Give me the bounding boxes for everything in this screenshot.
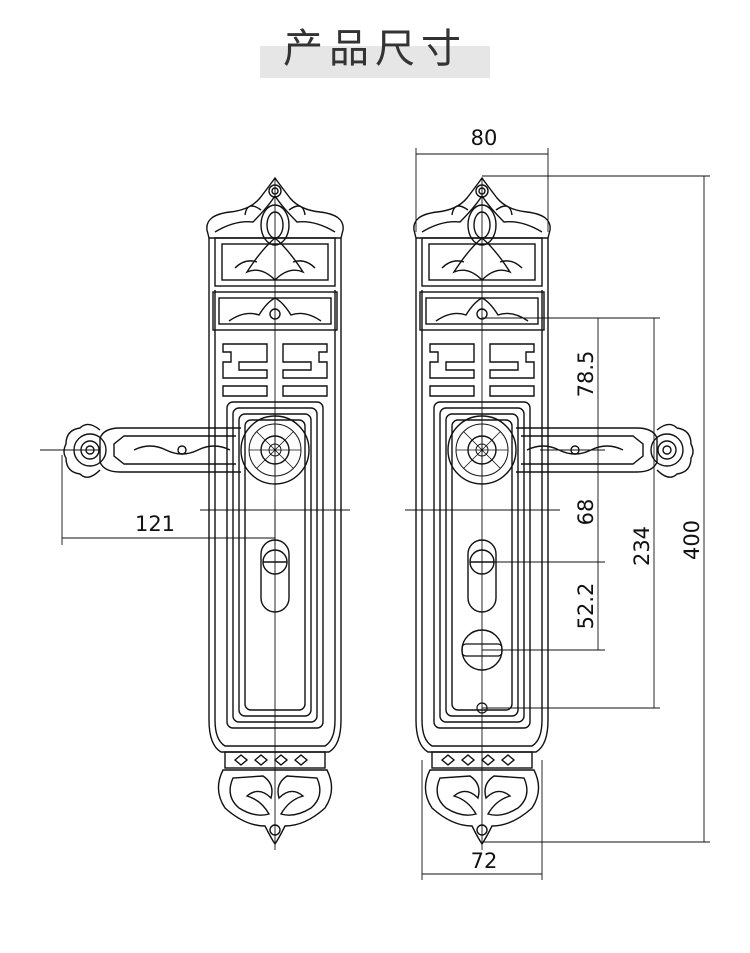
dimension-lines [40,148,710,880]
dim-thumbturn-offset: 52.2 [574,583,598,630]
dim-upper-offset: 78.5 [574,351,598,398]
dim-bottom-width: 72 [471,849,498,873]
title-underline-bar [260,46,490,78]
page-title: 产品尺寸 [283,26,467,72]
dim-handle-length: 121 [135,512,175,536]
dim-top-width: 80 [471,126,498,150]
title-block: 产品尺寸 [0,0,750,90]
lever-handle-right [516,423,694,478]
dim-total-height: 400 [680,520,704,560]
dim-lock-offset: 68 [574,499,598,526]
dim-keyhole-offset: 234 [630,526,654,566]
